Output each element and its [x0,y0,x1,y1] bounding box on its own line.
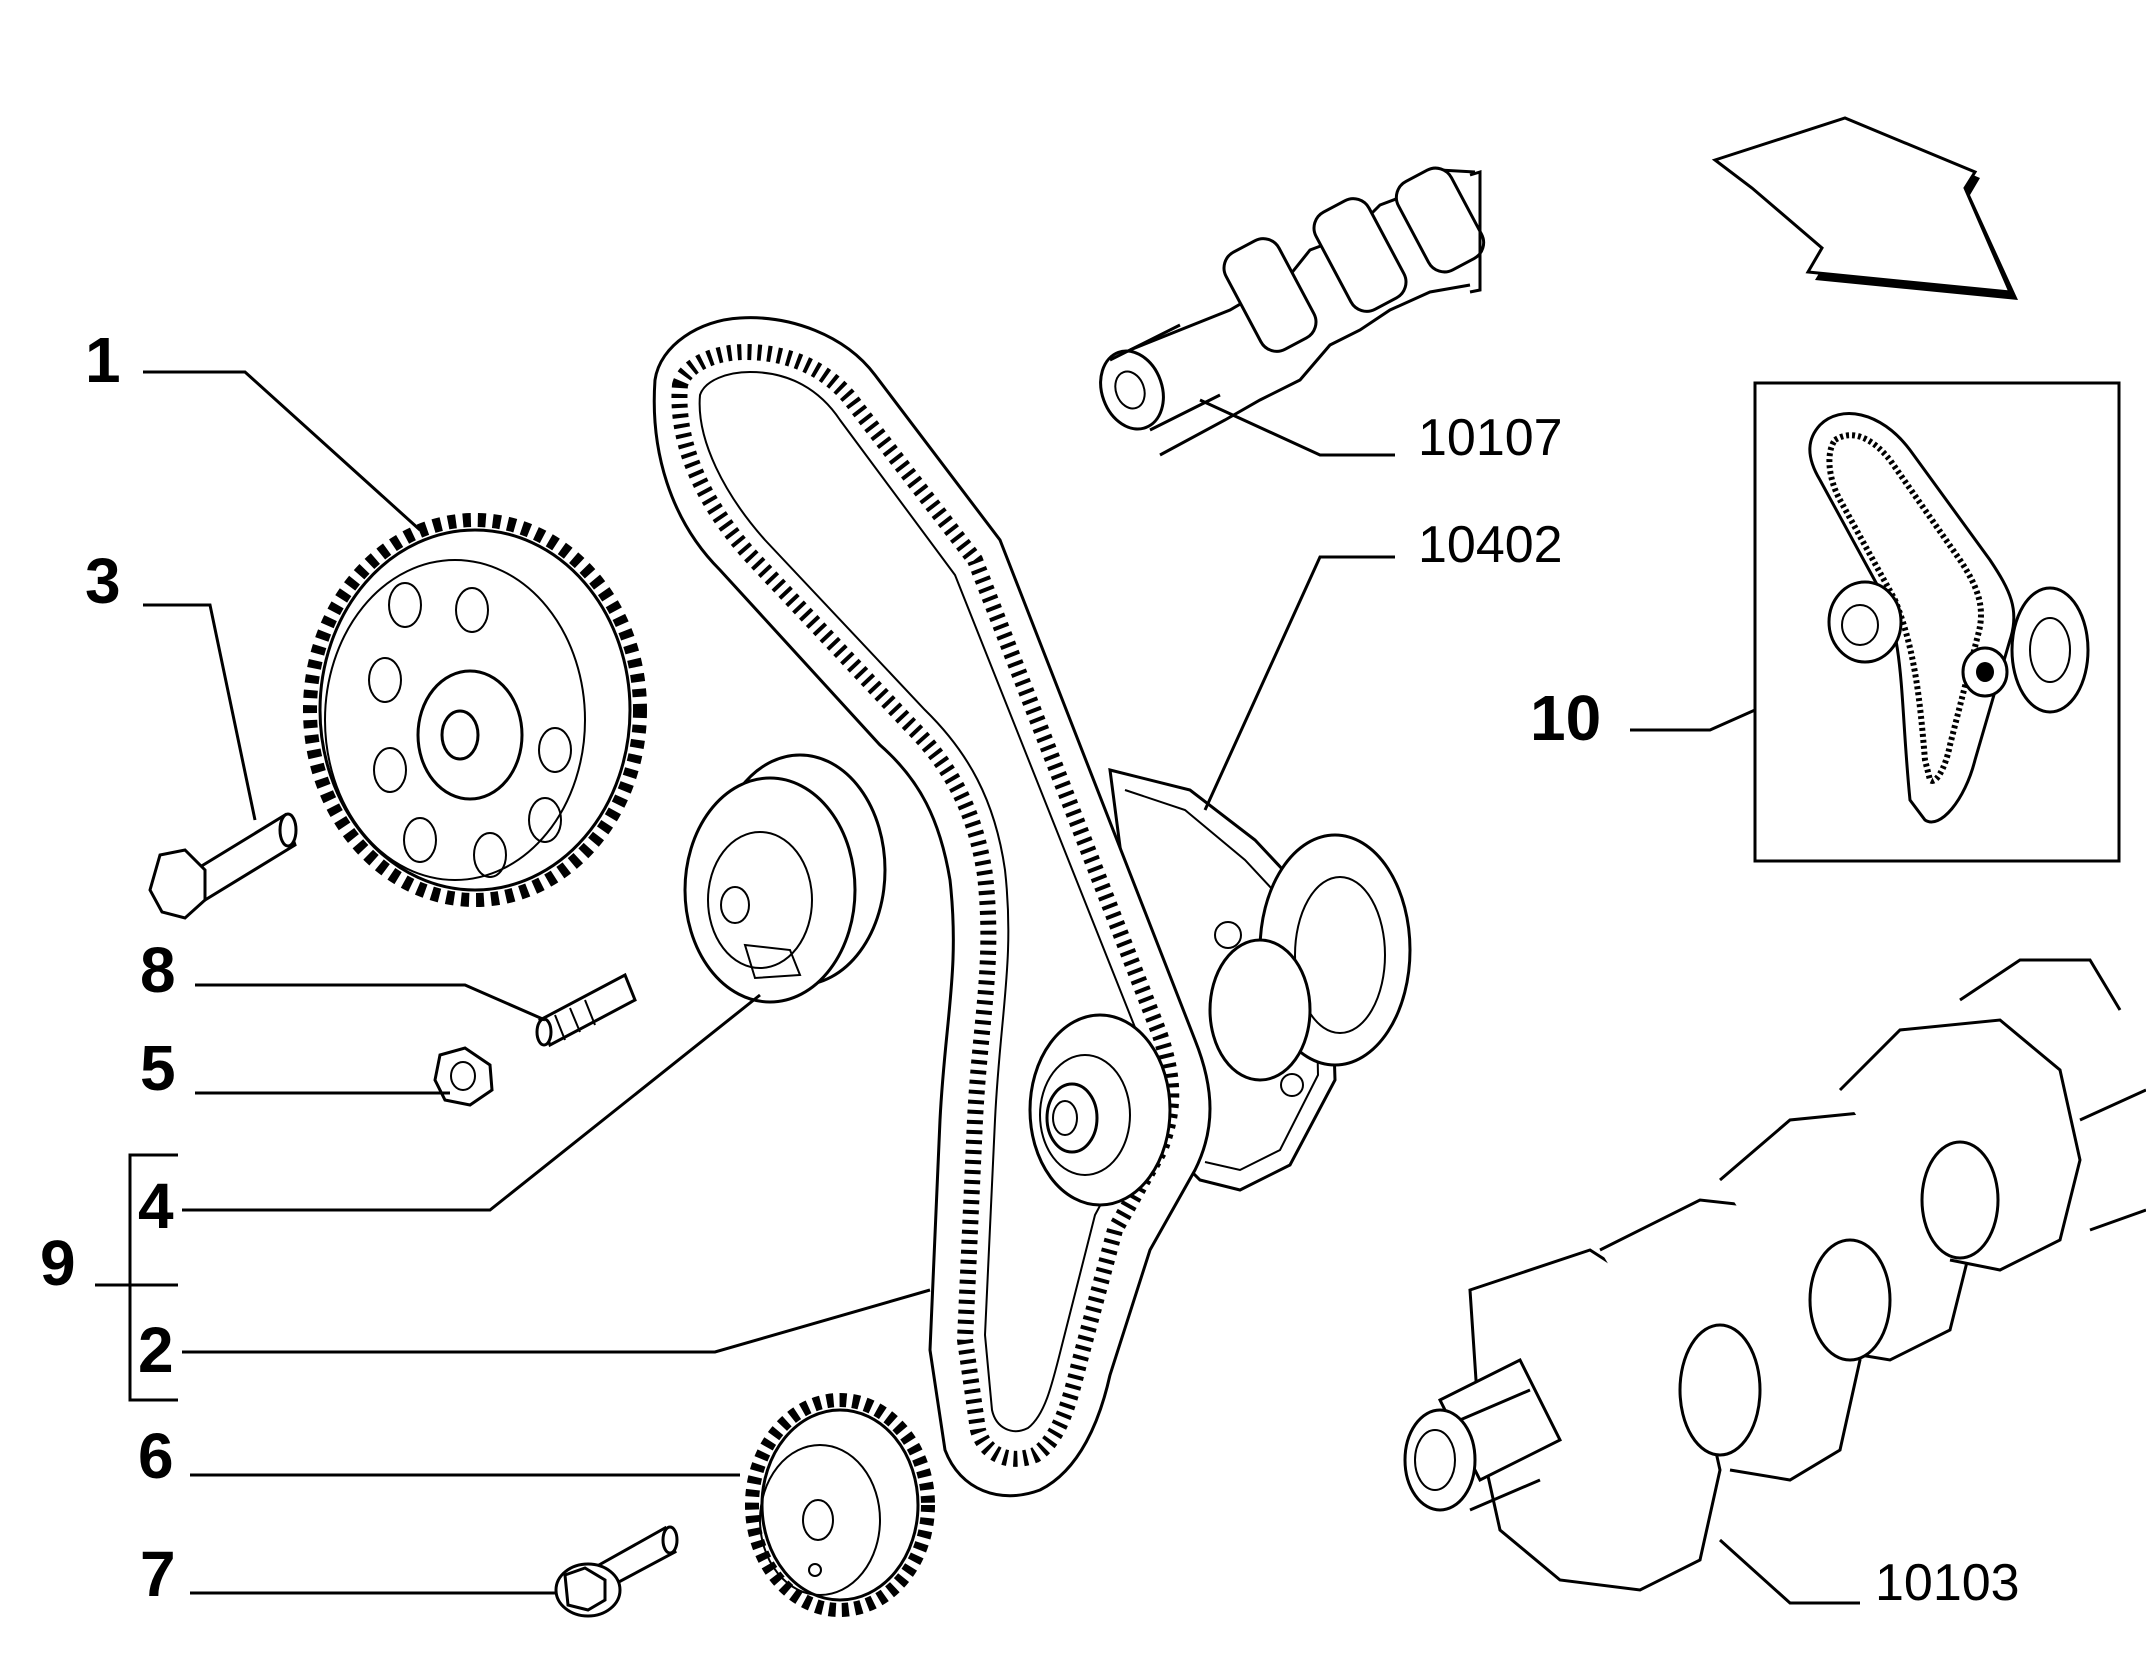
crankshaft [1403,958,2146,1592]
callout-5: 5 [140,1032,176,1104]
camshaft-sprocket [303,513,647,907]
hex-bolt [148,812,298,920]
kit-inset [1753,381,2121,863]
direction-arrow [1711,116,2018,300]
ref-10402: 10402 [1418,516,1563,574]
callout-2: 2 [138,1314,174,1386]
callout-labels: 1 3 8 5 4 9 2 6 7 10 10107 10402 10103 [40,324,2020,1612]
ref-10107: 10107 [1418,409,1563,467]
callout-9: 9 [40,1227,76,1299]
ref-10103: 10103 [1875,1554,2020,1612]
idler-pulley [1028,1013,1172,1207]
timing-belt [652,316,1212,1498]
callout-8: 8 [140,934,176,1006]
hex-nut [433,1046,494,1107]
callout-6: 6 [138,1420,174,1492]
leader-lines [95,370,1860,1605]
callout-1: 1 [85,324,121,396]
callout-7: 7 [140,1538,176,1610]
callout-4: 4 [138,1170,174,1242]
crankshaft-sprocket [745,1393,935,1617]
callout-10: 10 [1530,682,1601,754]
stud [535,972,637,1048]
flange-bolt [554,1525,679,1618]
tensioner-pulley [683,753,887,1004]
camshaft [1099,166,1486,457]
callout-3: 3 [85,545,121,617]
